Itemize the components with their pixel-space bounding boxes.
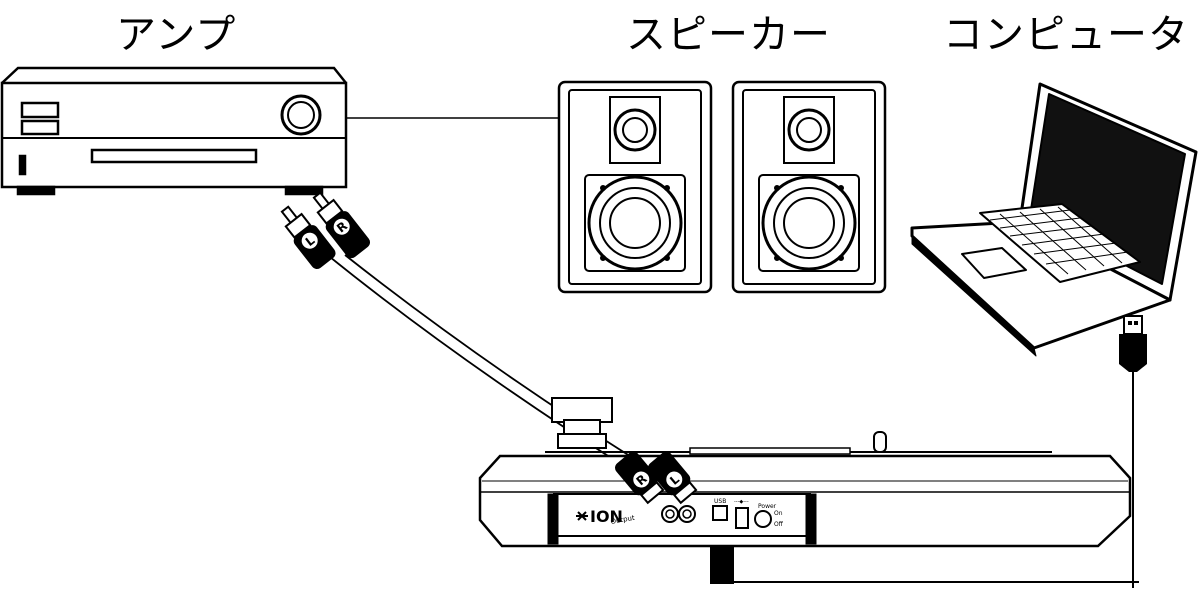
- speaker-right: [731, 80, 887, 294]
- rca-plug-right-turntable: R: [615, 451, 665, 505]
- rca-plug-left-amp: L: [280, 205, 336, 269]
- power-switch: [754, 510, 772, 528]
- speakers-label: スピーカー: [626, 12, 831, 58]
- brand-label: ION: [590, 507, 623, 526]
- rca-plug-left-turntable: L: [648, 451, 698, 505]
- usb-label: USB: [714, 498, 726, 505]
- computer-label: コンピュータ: [943, 12, 1189, 58]
- rca-plug-right-amp: R: [312, 191, 371, 259]
- amplifier-label: アンプ: [116, 12, 237, 58]
- turntable-illustration: ION Output USB ---◆--- Power On Off: [478, 397, 1132, 548]
- usb-port: [712, 505, 728, 521]
- power-off-label: Off: [774, 521, 784, 528]
- speaker-left: [557, 80, 713, 294]
- dc-jack: [735, 507, 749, 529]
- laptop-illustration: [910, 82, 1198, 357]
- ion-logo: ION: [576, 507, 623, 526]
- power-label: Power: [758, 503, 777, 510]
- dc-label: ---◆---: [734, 499, 749, 505]
- power-on-label: On: [774, 510, 783, 517]
- amplifier-illustration: [0, 66, 348, 196]
